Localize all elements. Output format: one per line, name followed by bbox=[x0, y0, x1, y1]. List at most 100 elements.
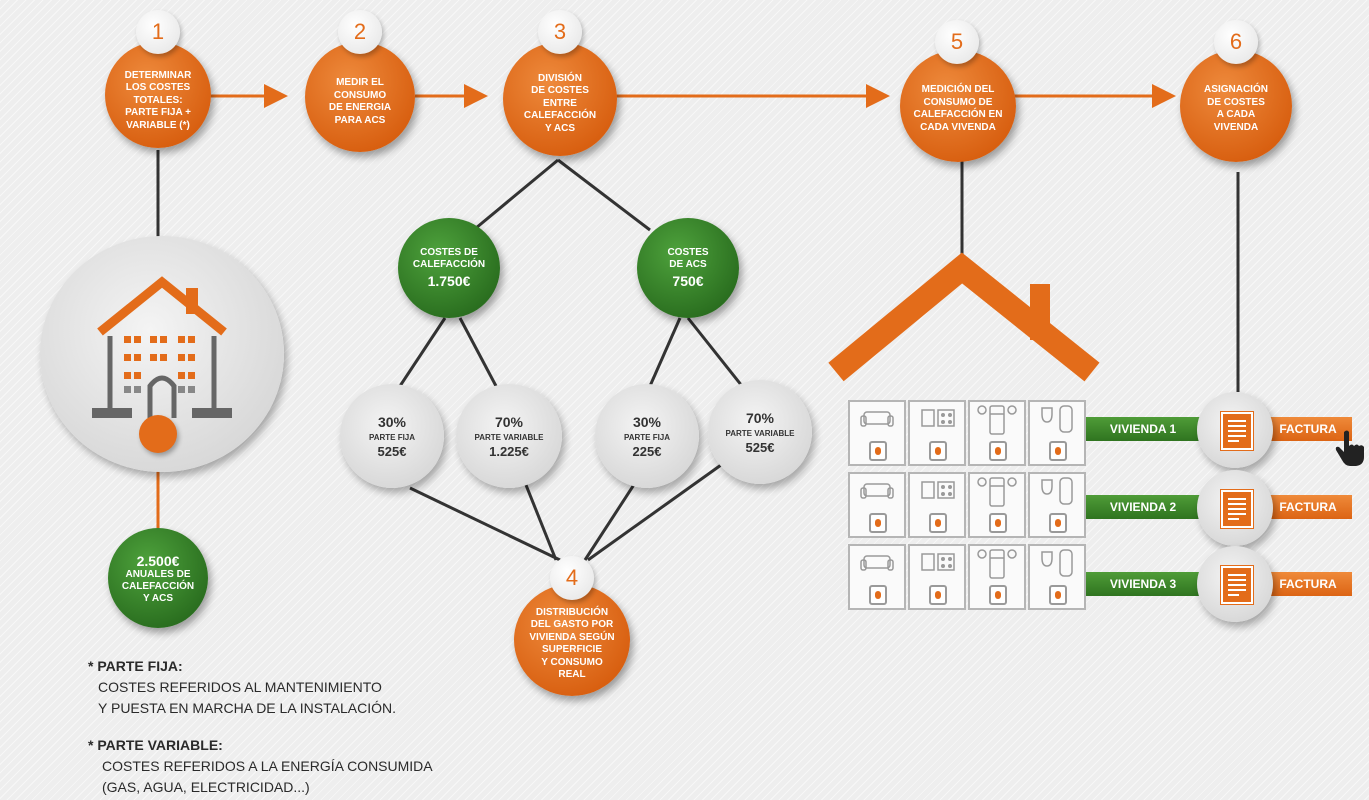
thermostat-icon bbox=[1049, 441, 1067, 461]
invoice-circle-2 bbox=[1197, 470, 1273, 546]
thermostat-icon bbox=[1049, 585, 1067, 605]
stove-icon bbox=[921, 409, 955, 427]
room-bathroom bbox=[1028, 472, 1086, 538]
split-percent: 30% bbox=[377, 413, 407, 430]
bed-icon bbox=[977, 405, 1017, 435]
step-2-label: MEDIR EL CONSUMO DE ENERGIA PARA ACS bbox=[328, 77, 392, 126]
step-5-circle: MEDICIÓN DEL CONSUMO DE CALEFACCIÓN EN C… bbox=[900, 50, 1016, 162]
room-kitchen bbox=[908, 400, 966, 466]
thermostat-icon bbox=[869, 441, 887, 461]
step-1-number: 1 bbox=[136, 10, 180, 54]
sofa-icon bbox=[860, 411, 894, 427]
room-bedroom bbox=[968, 400, 1026, 466]
total-cost-circle: 2.500€ ANUALES DE CALEFACCIÓN Y ACS bbox=[108, 528, 208, 628]
step-6-number: 6 bbox=[1214, 20, 1258, 64]
vivienda-3-banner: VIVIENDA 3 bbox=[1086, 572, 1200, 596]
apartment-grid bbox=[846, 398, 1086, 614]
split-amount: 525€ bbox=[377, 443, 407, 459]
note-variable-line2: (GAS, AGUA, ELECTRICIDAD...) bbox=[102, 779, 310, 795]
note-variable-line1: COSTES REFERIDOS A LA ENERGÍA CONSUMIDA bbox=[102, 758, 433, 774]
house-roof-icon bbox=[828, 252, 1100, 382]
bed-icon bbox=[977, 549, 1017, 579]
split-circle: 70% PARTE VARIABLE 1.225€ bbox=[456, 384, 562, 488]
hand-pointer-icon bbox=[1335, 430, 1364, 466]
thermostat-icon bbox=[929, 513, 947, 533]
invoice-icon bbox=[1221, 490, 1253, 528]
notes: * PARTE FIJA: COSTES REFERIDOS AL MANTEN… bbox=[88, 656, 433, 798]
stove-icon bbox=[921, 553, 955, 571]
total-label: ANUALES DE CALEFACCIÓN Y ACS bbox=[121, 569, 195, 604]
split-percent: 70% bbox=[494, 413, 524, 430]
thermostat-icon bbox=[929, 441, 947, 461]
step-3-number: 3 bbox=[538, 10, 582, 54]
room-bedroom bbox=[968, 544, 1026, 610]
room-living bbox=[848, 472, 906, 538]
thermostat-icon bbox=[989, 585, 1007, 605]
split-amount: 1.225€ bbox=[489, 443, 529, 459]
heating-cost-amount: 1.750€ bbox=[427, 273, 471, 289]
step-4-number: 4 bbox=[550, 556, 594, 600]
building-icon bbox=[92, 276, 232, 418]
note-variable-title: * PARTE VARIABLE: bbox=[88, 737, 223, 753]
factura-2-button[interactable]: FACTURA bbox=[1264, 495, 1352, 519]
heating-cost-title: COSTES DE CALEFACCIÓN bbox=[412, 247, 486, 270]
connector-dot bbox=[139, 415, 177, 453]
split-label: PARTE FIJA bbox=[368, 432, 416, 442]
step-2-circle: MEDIR EL CONSUMO DE ENERGIA PARA ACS bbox=[305, 42, 415, 152]
split-circle: 70% PARTE VARIABLE 525€ bbox=[708, 380, 812, 484]
invoice-circle-1 bbox=[1197, 392, 1273, 468]
heating-cost-circle: COSTES DE CALEFACCIÓN 1.750€ bbox=[398, 218, 500, 318]
room-living bbox=[848, 544, 906, 610]
factura-3-button[interactable]: FACTURA bbox=[1264, 572, 1352, 596]
vivienda-2-banner: VIVIENDA 2 bbox=[1086, 495, 1200, 519]
split-percent: 30% bbox=[632, 413, 662, 430]
step-4-circle: DISTRIBUCIÓN DEL GASTO POR VIVIENDA SEGÚ… bbox=[514, 584, 630, 696]
thermostat-icon bbox=[929, 585, 947, 605]
room-living bbox=[848, 400, 906, 466]
note-fixed-title: * PARTE FIJA: bbox=[88, 658, 183, 674]
step-3-label: DIVISIÓN DE COSTES ENTRE CALEFACCIÓN Y A… bbox=[523, 72, 597, 134]
sofa-icon bbox=[860, 555, 894, 571]
room-bathroom bbox=[1028, 544, 1086, 610]
split-label: PARTE VARIABLE bbox=[725, 428, 795, 438]
room-bedroom bbox=[968, 472, 1026, 538]
room-kitchen bbox=[908, 472, 966, 538]
step-3-circle: DIVISIÓN DE COSTES ENTRE CALEFACCIÓN Y A… bbox=[503, 42, 617, 156]
vivienda-1-banner: VIVIENDA 1 bbox=[1086, 417, 1200, 441]
thermostat-icon bbox=[989, 441, 1007, 461]
acs-cost-amount: 750€ bbox=[672, 273, 704, 289]
thermostat-icon bbox=[1049, 513, 1067, 533]
note-fixed-line2: Y PUESTA EN MARCHA DE LA INSTALACIÓN. bbox=[98, 700, 396, 716]
toilet-icon bbox=[1041, 549, 1073, 577]
split-amount: 225€ bbox=[632, 443, 662, 459]
acs-cost-circle: COSTES DE ACS 750€ bbox=[637, 218, 739, 318]
building-circle bbox=[40, 236, 284, 472]
room-bathroom bbox=[1028, 400, 1086, 466]
step-5-number: 5 bbox=[935, 20, 979, 64]
acs-cost-title: COSTES DE ACS bbox=[667, 247, 709, 270]
split-circle: 30% PARTE FIJA 525€ bbox=[340, 384, 444, 488]
invoice-icon bbox=[1221, 566, 1253, 604]
total-amount: 2.500€ bbox=[136, 553, 180, 569]
toilet-icon bbox=[1041, 405, 1073, 433]
invoice-icon bbox=[1221, 412, 1253, 450]
split-circle: 30% PARTE FIJA 225€ bbox=[595, 384, 699, 488]
bed-icon bbox=[977, 477, 1017, 507]
step-6-label: ASIGNACIÓN DE COSTES A CADA VIVENDA bbox=[1204, 84, 1268, 133]
thermostat-icon bbox=[869, 585, 887, 605]
split-label: PARTE FIJA bbox=[623, 432, 671, 442]
step-2-number: 2 bbox=[338, 10, 382, 54]
thermostat-icon bbox=[989, 513, 1007, 533]
sofa-icon bbox=[860, 483, 894, 499]
stove-icon bbox=[921, 481, 955, 499]
split-label: PARTE VARIABLE bbox=[474, 432, 544, 442]
split-percent: 70% bbox=[745, 409, 775, 426]
step-5-label: MEDICIÓN DEL CONSUMO DE CALEFACCIÓN EN C… bbox=[913, 84, 1003, 133]
toilet-icon bbox=[1041, 477, 1073, 505]
step-1-circle: DETERMINAR LOS COSTES TOTALES: PARTE FIJ… bbox=[105, 42, 211, 148]
split-amount: 525€ bbox=[745, 439, 775, 455]
step-4-label: DISTRIBUCIÓN DEL GASTO POR VIVIENDA SEGÚ… bbox=[529, 606, 615, 681]
factura-1-button[interactable]: FACTURA bbox=[1264, 417, 1352, 441]
step-6-circle: ASIGNACIÓN DE COSTES A CADA VIVENDA bbox=[1180, 50, 1292, 162]
note-fixed-line1: COSTES REFERIDOS AL MANTENIMIENTO bbox=[98, 679, 382, 695]
